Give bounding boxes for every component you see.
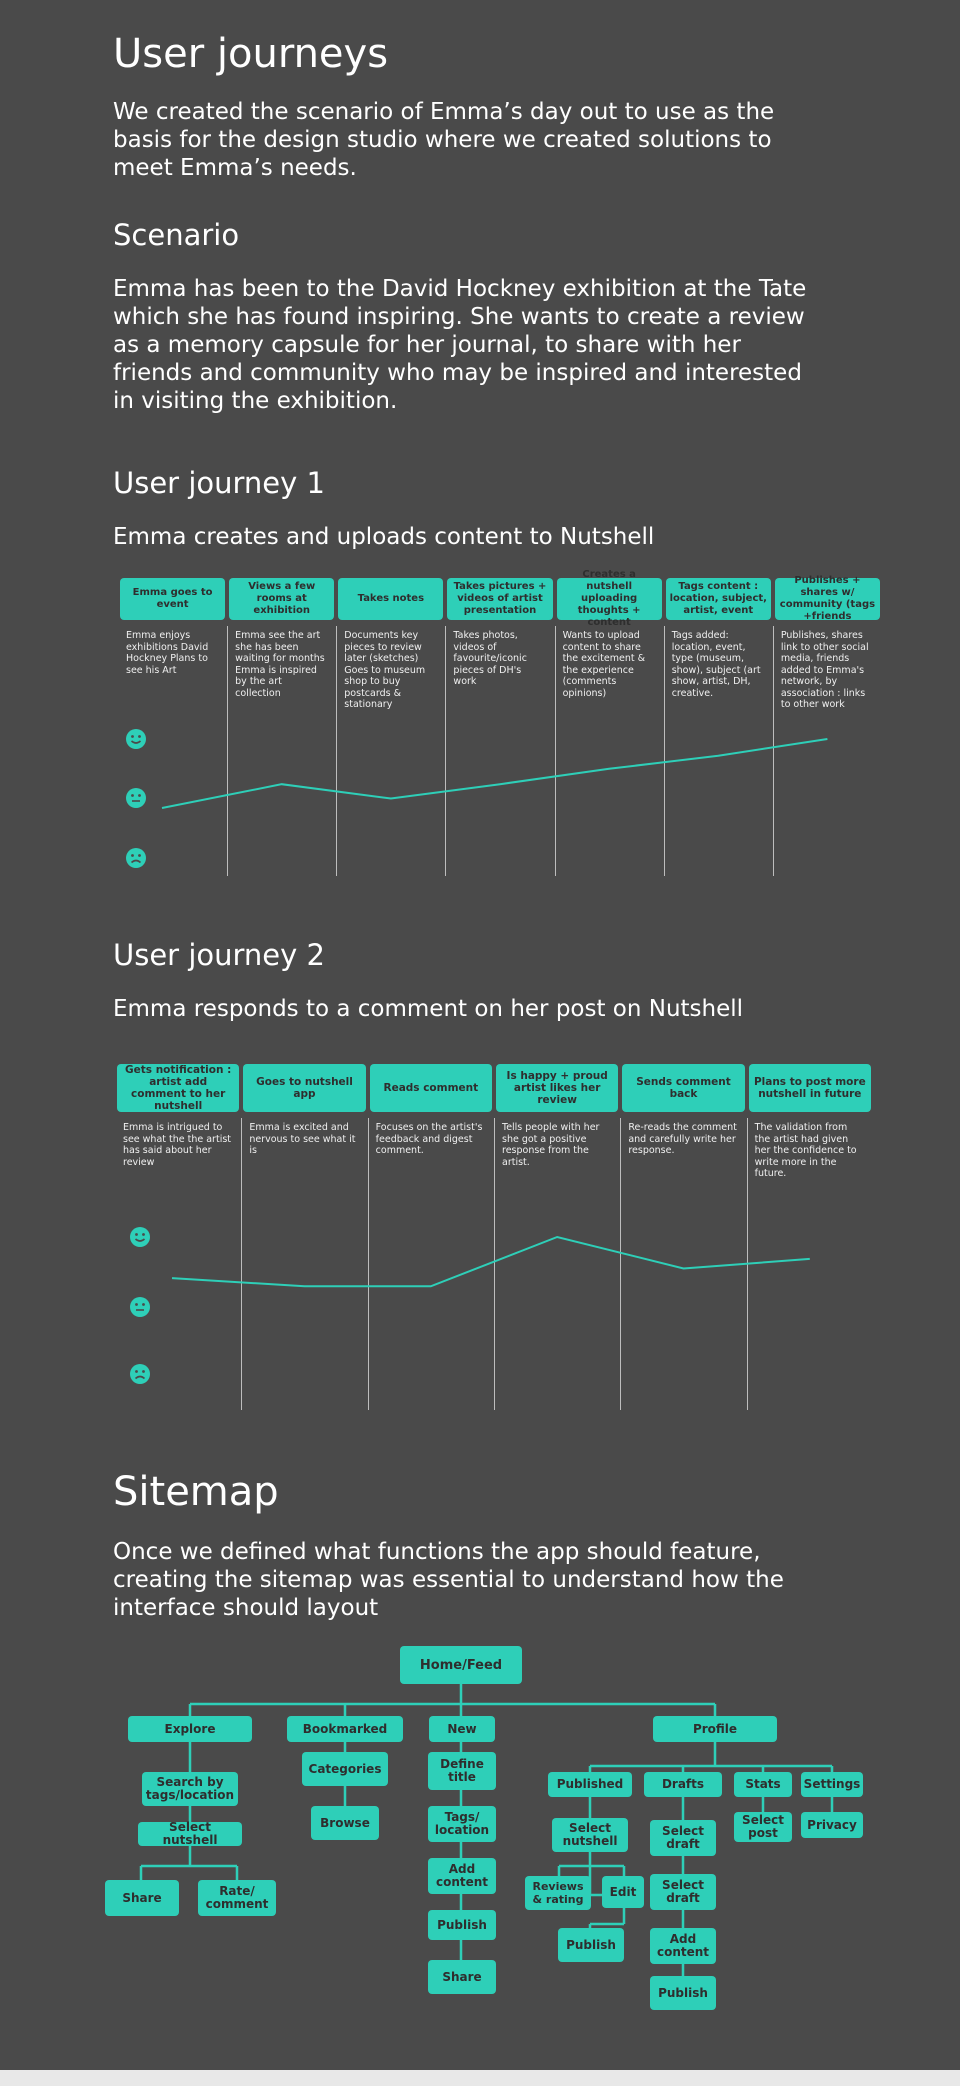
sitemap-node-tags-location[interactable]: Tags/ location	[428, 1806, 496, 1842]
sad-face-icon	[129, 1363, 151, 1385]
journey-stage-note: Documents key pieces to review later (sk…	[344, 630, 426, 710]
sitemap-node-define-title[interactable]: Define title	[428, 1752, 496, 1790]
journey-stage: Takes pictures + videos of artist presen…	[447, 578, 553, 620]
sitemap-node-select-nutshell-profile[interactable]: Select nutshell	[552, 1818, 628, 1852]
sitemap-node-explore[interactable]: Explore	[128, 1716, 252, 1742]
journey-column-divider	[663, 626, 665, 876]
journey-stage: Views a few rooms at exhibition	[229, 578, 335, 620]
journey2-heading: User journey 2	[113, 938, 325, 972]
journey-stage: Emma goes to event	[120, 578, 226, 620]
journey-stage-note: Takes photos, videos of favourite/iconic…	[453, 630, 527, 687]
sitemap-node-reviews-rating[interactable]: Reviews & rating	[525, 1876, 591, 1910]
sitemap-text: Once we defined what functions the app s…	[113, 1539, 784, 1621]
journey-stage: Reads comment	[369, 1064, 492, 1112]
journey-stage: Goes to nutshell app	[243, 1064, 366, 1112]
sitemap-node-new[interactable]: New	[429, 1716, 495, 1742]
journey-stage: Publishes + shares w/ community (tags +f…	[774, 575, 880, 622]
neutral-face-icon	[125, 787, 147, 809]
sitemap-node-publish-draft[interactable]: Publish	[650, 1976, 716, 2010]
sitemap-node-edit[interactable]: Edit	[602, 1876, 644, 1908]
journey1-subtitle: Emma creates and uploads content to Nuts…	[113, 524, 655, 550]
journey-stage-note: Publishes, shares link to other social m…	[780, 630, 869, 710]
journey-stage-note: Tags added: location, event, type (museu…	[671, 630, 761, 699]
scenario-text: Emma has been to the David Hockney exhib…	[113, 276, 807, 414]
sitemap-node-add-content-draft[interactable]: Add content	[650, 1928, 716, 1964]
happy-face-icon	[125, 728, 147, 750]
journey-column-divider	[620, 1118, 622, 1410]
sitemap-node-publish-profile[interactable]: Publish	[558, 1928, 624, 1962]
neutral-face-icon	[129, 1296, 151, 1318]
journey-stage-note: Re-reads the comment and carefully write…	[628, 1122, 737, 1156]
sitemap-node-select-nutshell[interactable]: Select nutshell	[138, 1821, 242, 1847]
journey-stage: Is happy + proud artist likes her review	[496, 1064, 619, 1112]
journey-stage-note: Emma enjoys exhibitions David Hockney Pl…	[126, 630, 209, 676]
sitemap-heading: Sitemap	[113, 1469, 279, 1515]
sitemap-node-stats[interactable]: Stats	[734, 1772, 792, 1797]
sitemap-node-privacy[interactable]: Privacy	[801, 1812, 863, 1838]
journey-stage: Gets notification : artist add comment t…	[117, 1064, 240, 1112]
sitemap-node-rate-comment[interactable]: Rate/ comment	[198, 1880, 276, 1916]
journey-column-divider	[554, 626, 556, 876]
sitemap-node-bookmarked[interactable]: Bookmarked	[287, 1716, 403, 1742]
journey-stage: Sends comment back	[622, 1064, 745, 1112]
emotion-line	[171, 1235, 810, 1288]
journey-stage: Tags content : location, subject, artist…	[665, 578, 771, 620]
journey-column-divider	[772, 626, 774, 876]
sitemap-node-settings[interactable]: Settings	[801, 1772, 863, 1797]
journey-stage-note: Wants to upload content to share the exc…	[562, 630, 646, 699]
intro-text: We created the scenario of Emma’s day ou…	[113, 99, 775, 181]
sitemap-node-search[interactable]: Search by tags/location	[142, 1772, 238, 1806]
sitemap-node-add-content-new[interactable]: Add content	[428, 1858, 496, 1894]
happy-face-icon	[129, 1226, 151, 1248]
journey-column-divider	[445, 626, 447, 876]
sitemap-node-select-draft-2[interactable]: Select draft	[650, 1874, 716, 1910]
journey-stage-note: Focuses on the artist's feedback and dig…	[375, 1122, 483, 1156]
journey1-heading: User journey 1	[113, 466, 325, 500]
sitemap-node-profile[interactable]: Profile	[653, 1716, 777, 1742]
journey-column-divider	[241, 1118, 243, 1410]
sitemap-node-publish-new[interactable]: Publish	[428, 1910, 496, 1940]
sitemap-node-home[interactable]: Home/Feed	[400, 1646, 522, 1684]
journey-stage-note: Emma see the art she has been waiting fo…	[235, 630, 325, 699]
sitemap-node-drafts[interactable]: Drafts	[644, 1772, 722, 1797]
journey-stage-note: Emma is intrigued to see what the the ar…	[123, 1122, 232, 1168]
journey-stage-note: The validation from the artist had given…	[754, 1122, 857, 1179]
sitemap-node-select-post[interactable]: Select post	[734, 1812, 792, 1842]
sitemap-node-select-draft-1[interactable]: Select draft	[650, 1820, 716, 1856]
journey-stage-note: Tells people with her she got a positive…	[502, 1122, 600, 1168]
sad-face-icon	[125, 847, 147, 869]
sitemap-node-share-explore[interactable]: Share	[105, 1880, 179, 1916]
journey-column-divider	[494, 1118, 495, 1410]
sitemap-node-share-new[interactable]: Share	[428, 1960, 496, 1994]
sitemap-node-published[interactable]: Published	[548, 1772, 632, 1797]
page-title: User journeys	[113, 31, 389, 77]
journey-stage: Plans to post more nutshell in future	[748, 1064, 871, 1112]
journey-column-divider	[367, 1118, 369, 1410]
emotion-line	[161, 738, 828, 809]
scenario-heading: Scenario	[113, 218, 240, 252]
journey-column-divider	[336, 626, 338, 876]
journey2-subtitle: Emma responds to a comment on her post o…	[113, 996, 744, 1022]
journey-column-divider	[227, 626, 229, 876]
sitemap-node-categories[interactable]: Categories	[302, 1752, 388, 1786]
journey-stage: Takes notes	[338, 578, 444, 620]
journey-stage-note: Emma is excited and nervous to see what …	[249, 1122, 356, 1156]
sitemap-node-browse[interactable]: Browse	[311, 1806, 379, 1840]
